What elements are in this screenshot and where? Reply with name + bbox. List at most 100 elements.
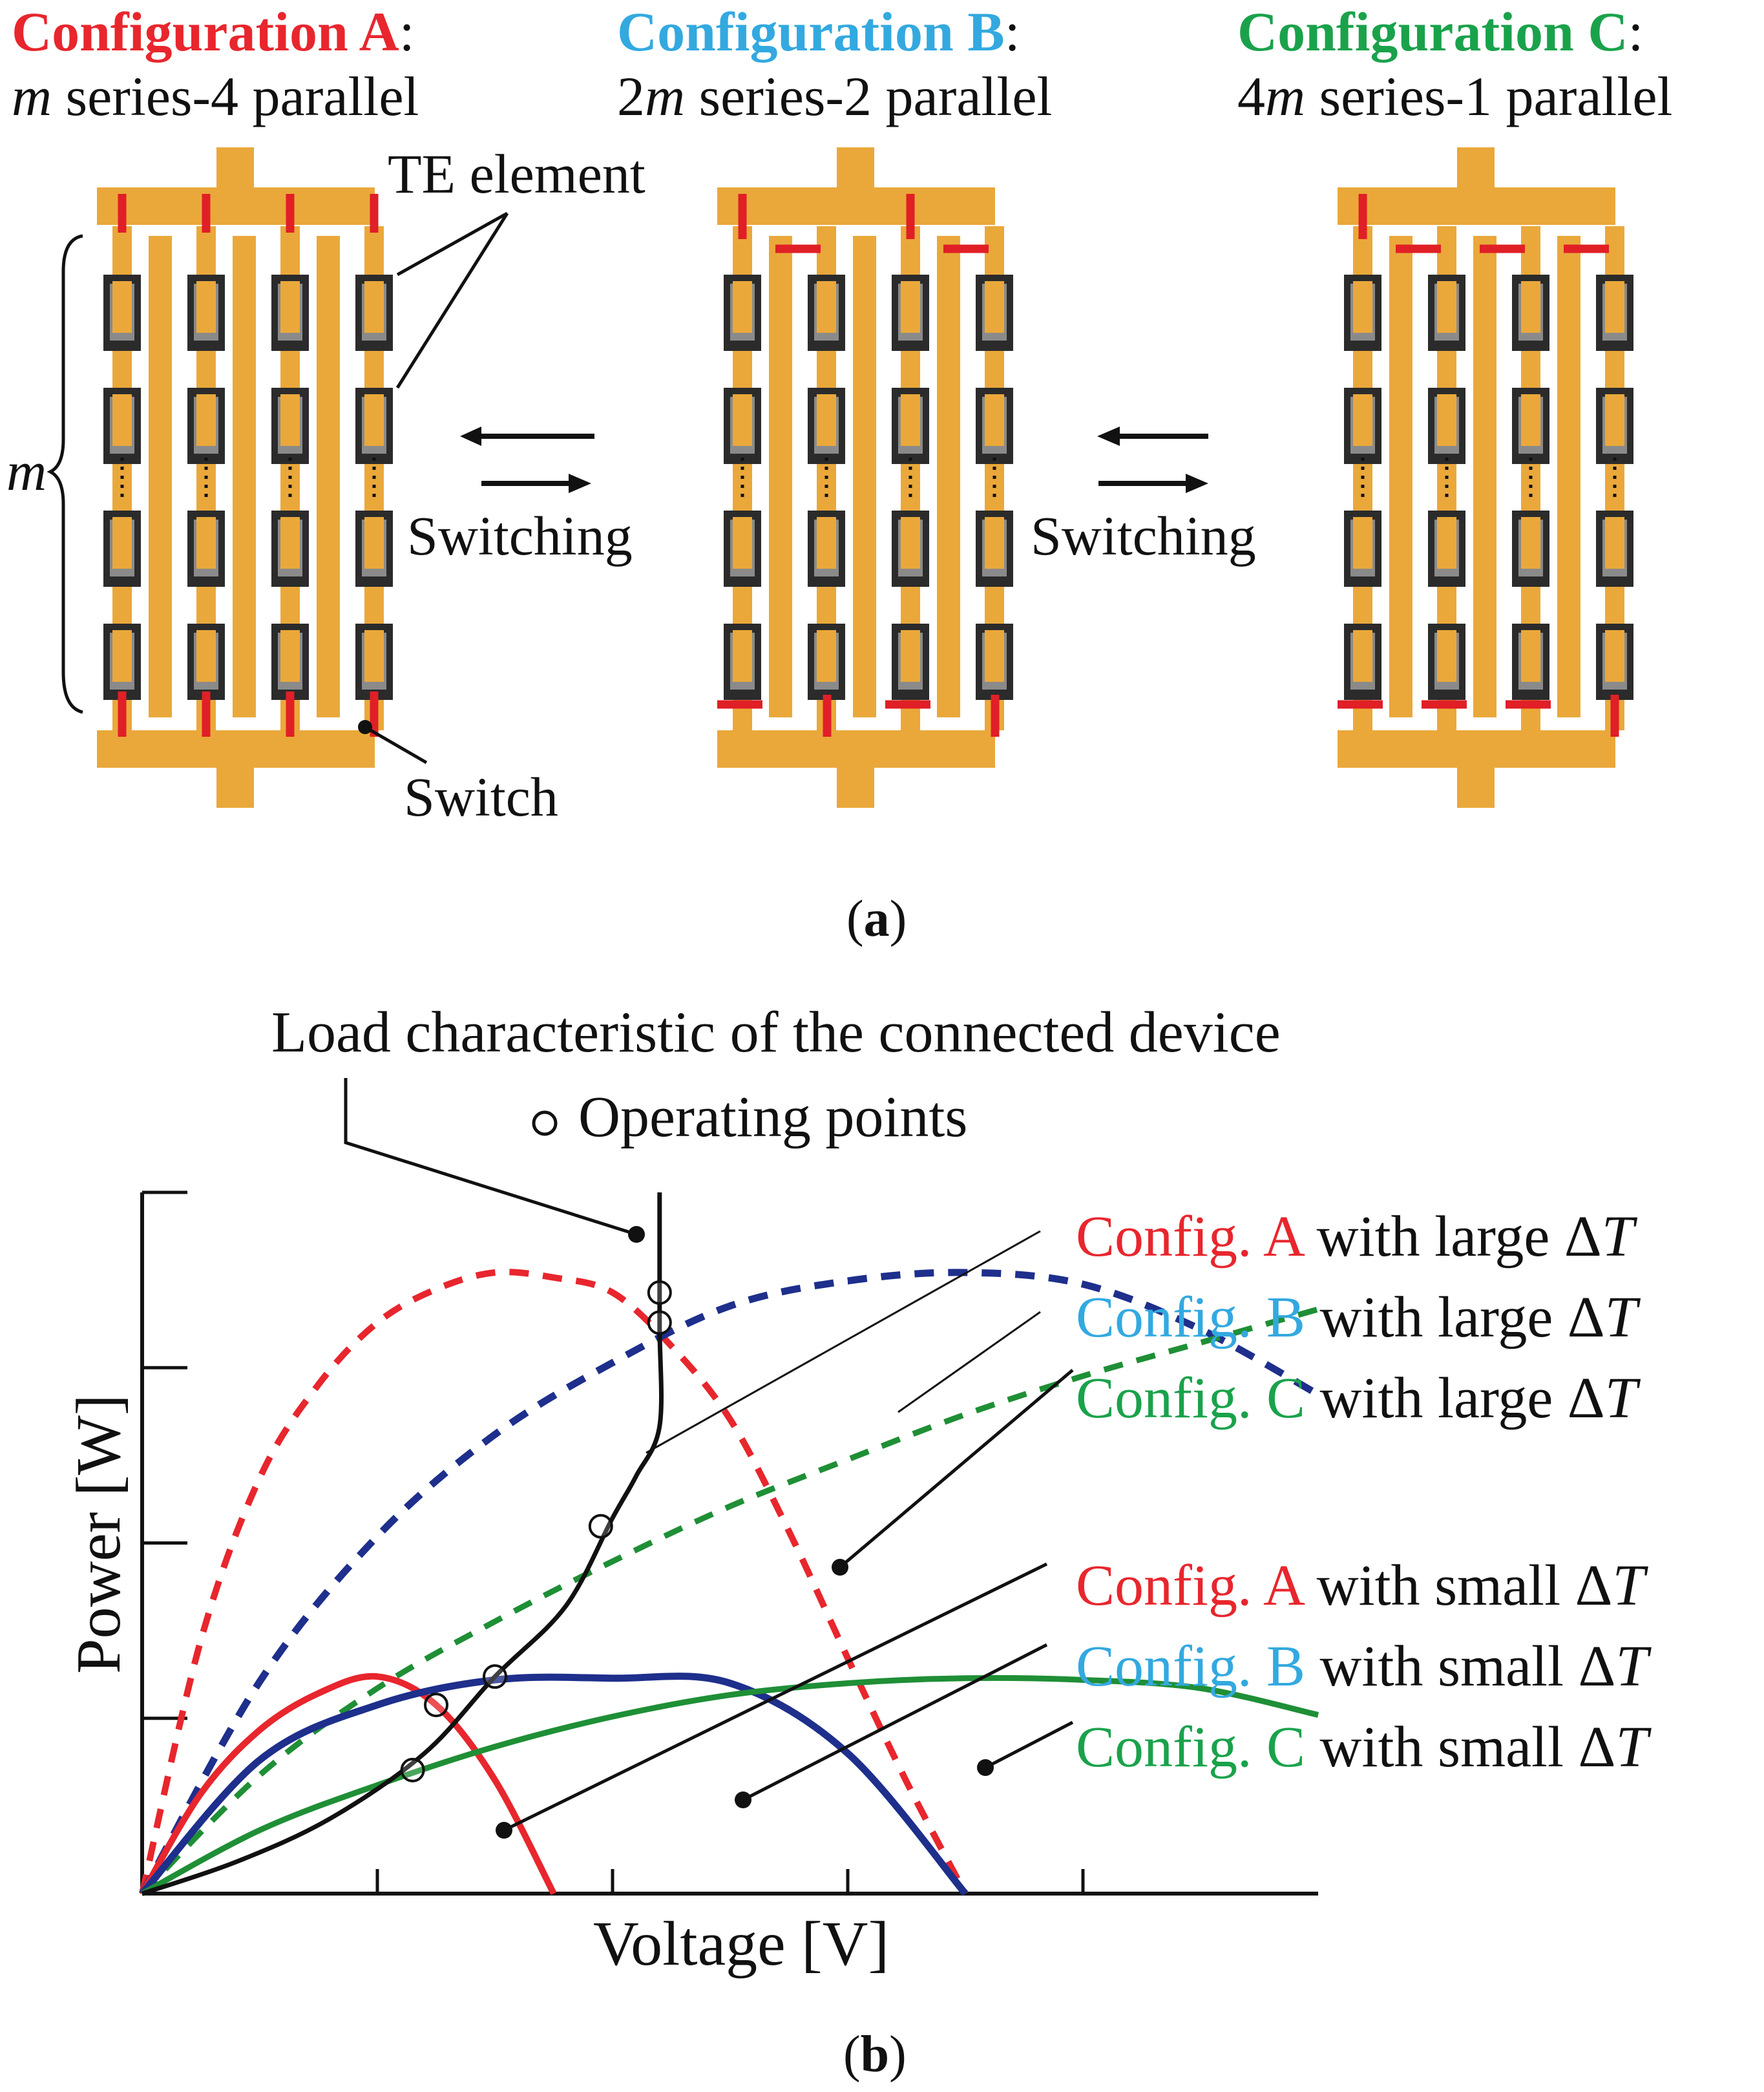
caption-a: (a) (846, 891, 907, 947)
te-element-leg (1605, 394, 1624, 446)
caption-b: (b) (843, 2026, 907, 2083)
legend-rest: with small (1302, 1554, 1575, 1618)
te-element-leg (196, 281, 216, 333)
te-element-leader-1 (396, 211, 509, 277)
te-element-leg (196, 630, 216, 682)
series-line-5 (139, 1673, 969, 1896)
te-element-leg (364, 630, 384, 682)
te-element-leg (1353, 517, 1372, 569)
te-element-leg (817, 394, 836, 446)
config-b-title: Configuration B: (617, 1, 1020, 63)
te-element-leg (280, 281, 300, 333)
te-element-leg (1437, 281, 1456, 333)
m-brace (47, 234, 83, 714)
legend-letter: C (1266, 1715, 1305, 1779)
connector-strip (1473, 236, 1496, 717)
te-element-label: TE element (388, 143, 646, 205)
legend-rest: with large (1305, 1285, 1568, 1349)
legend-entry-2: Config. B with large ΔT (1076, 1285, 1641, 1349)
arrow-right-icon (1186, 474, 1208, 493)
top-busbar (1338, 187, 1615, 225)
switching-label-1: Switching (407, 505, 633, 567)
legend-T: T (1615, 1634, 1652, 1698)
top-terminal (837, 147, 874, 193)
legend-entry-1: Config. A with large ΔT (1076, 1205, 1638, 1269)
te-element-leg (1521, 517, 1540, 569)
legend-entry-4: Config. A with small ΔT (1076, 1554, 1648, 1618)
te-element-leg (1437, 517, 1456, 569)
arrow-left-icon (1097, 427, 1120, 446)
te-element-leg (733, 281, 752, 333)
legend-T: T (1615, 1715, 1652, 1779)
operating-point (424, 1693, 448, 1718)
switching-arrows-2 (1097, 427, 1208, 493)
te-element-leg (364, 394, 384, 446)
series-line-7 (141, 1192, 664, 1896)
operating-point (400, 1757, 425, 1782)
top-busbar (97, 187, 375, 225)
operating-points-label: Operating points (578, 1085, 967, 1149)
config-b-name: Configuration B (617, 1, 1005, 63)
legend-rest: with small (1305, 1715, 1579, 1779)
legend-leader-1 (646, 1230, 1041, 1454)
legend-T: T (1612, 1554, 1648, 1618)
te-element-leg (901, 281, 920, 333)
legend-leader-dot (832, 1559, 848, 1576)
connector-strip (937, 236, 960, 717)
m-brace-label: m (6, 440, 47, 502)
legend-entry-5: Config. B with small ΔT (1076, 1634, 1652, 1698)
legend-entry-3: Config. C with large ΔT (1076, 1366, 1641, 1430)
te-element-leg (733, 517, 752, 569)
series-line-1 (139, 1269, 969, 1896)
switch-leader-dot (358, 720, 372, 734)
top-terminal (216, 147, 254, 193)
connector-strip (769, 236, 792, 717)
te-element-leg (1437, 630, 1456, 682)
te-element-leg (112, 630, 132, 682)
legend-config: Config. (1076, 1366, 1266, 1430)
te-element-leg (1353, 394, 1372, 446)
legend-leader-4 (503, 1562, 1048, 1832)
te-element-leg (280, 517, 300, 569)
legend-letter: A (1263, 1205, 1305, 1269)
legend-rest: with small (1305, 1634, 1579, 1698)
series-line-4 (139, 1673, 557, 1896)
bottom-busbar (1338, 730, 1615, 768)
te-element-leg (817, 517, 836, 569)
bottom-terminal (216, 763, 254, 808)
operating-point (647, 1310, 672, 1335)
legend-config: Config. (1076, 1285, 1266, 1349)
legend-rest: with large (1305, 1366, 1568, 1430)
legend-T: T (1605, 1285, 1641, 1349)
operating-point (483, 1664, 507, 1689)
connector-strip (1557, 236, 1580, 717)
te-element-leg (901, 517, 920, 569)
te-element-leg (985, 281, 1004, 333)
legend-delta: Δ (1575, 1554, 1613, 1618)
switching-arrows-1 (460, 427, 594, 493)
connector-strip (233, 236, 256, 717)
te-element-leg (112, 517, 132, 569)
te-element-leg (280, 630, 300, 682)
legend-leader-dot (496, 1822, 512, 1839)
te-element-leg (112, 394, 132, 446)
legend-letter: B (1266, 1634, 1305, 1698)
config-c-subtitle: 4m series-1 parallel (1237, 65, 1672, 127)
te-element-leg (1521, 630, 1540, 682)
switch-label: Switch (404, 766, 558, 828)
legend-T: T (1605, 1366, 1641, 1430)
config-a-subtitle: m series-4 parallel (12, 65, 419, 127)
te-element-leg (901, 630, 920, 682)
legend-letter: C (1266, 1366, 1305, 1430)
legend-leader-6 (984, 1720, 1074, 1770)
legend-leader-2 (898, 1311, 1041, 1413)
panel-b: Load characteristic of the connected dev… (64, 1000, 1652, 2083)
te-element-leg (364, 517, 384, 569)
module-config-b (717, 147, 1013, 808)
module-config-c (1338, 147, 1633, 808)
series-line-6 (140, 1675, 1319, 1896)
legend-leader-3 (839, 1369, 1074, 1569)
operating-point (588, 1514, 613, 1539)
